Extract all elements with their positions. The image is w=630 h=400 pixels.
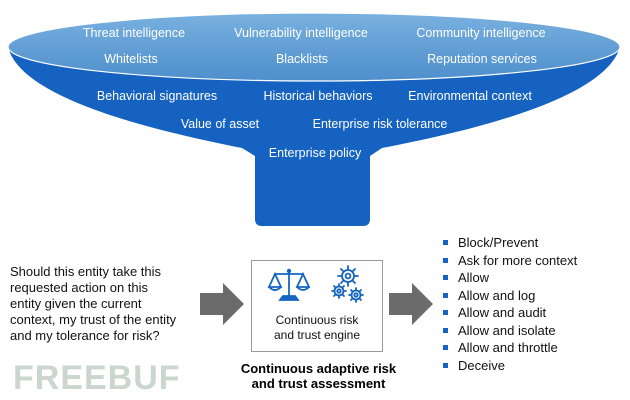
funnel-label-historical-behaviors: Historical behaviors: [263, 89, 372, 103]
action-item-allow-and-audit: Allow and audit: [442, 304, 577, 322]
assessment-line: Continuous adaptive risk: [240, 361, 397, 376]
funnel: [7, 12, 621, 226]
question-line: context, my trust of the entity: [10, 312, 177, 327]
funnel-label-community-intelligence: Community intelligence: [416, 26, 545, 40]
funnel-top: [7, 12, 621, 82]
funnel-label-value-of-asset: Value of asset: [181, 117, 260, 131]
question-line: entity given the current: [10, 296, 142, 311]
action-item-allow: Allow: [442, 269, 577, 287]
action-item-allow-and-log: Allow and log: [442, 287, 577, 305]
funnel-label-blacklists: Blacklists: [276, 52, 328, 66]
funnel-label-behavioral-signatures: Behavioral signatures: [97, 89, 217, 103]
funnel-label-enterprise-risk-tolerance: Enterprise risk tolerance: [313, 117, 448, 131]
funnel-labels: Threat intelligence Vulnerability intell…: [83, 26, 546, 160]
funnel-label-whitelists: Whitelists: [104, 52, 157, 66]
question-line: Should this entity take this: [10, 264, 162, 279]
action-item-allow-and-isolate: Allow and isolate: [442, 322, 577, 340]
left-arrow: [200, 283, 244, 325]
action-item-allow-and-throttle: Allow and throttle: [442, 339, 577, 357]
funnel-label-threat-intelligence: Threat intelligence: [83, 26, 185, 40]
funnel-label-vulnerability-intelligence: Vulnerability intelligence: [234, 26, 368, 40]
engine-label-line: and trust engine: [273, 328, 361, 342]
action-item-block-prevent: Block/Prevent: [442, 234, 577, 252]
funnel-body: [8, 47, 620, 226]
trust-engine-box: Continuous risk and trust engine: [251, 260, 383, 352]
action-list: Block/Prevent Ask for more context Allow…: [442, 234, 577, 374]
action-item-deceive: Deceive: [442, 357, 577, 375]
funnel-label-reputation-services: Reputation services: [427, 52, 537, 66]
engine-label: Continuous risk and trust engine: [252, 313, 382, 343]
engine-icons: [267, 265, 364, 303]
engine-label-line: Continuous risk: [275, 313, 359, 327]
funnel-label-environmental-context: Environmental context: [408, 89, 532, 103]
assessment-line: and trust assessment: [251, 376, 386, 391]
action-item-ask-for-more-context: Ask for more context: [442, 252, 577, 270]
assessment-caption: Continuous adaptive risk and trust asses…: [221, 361, 416, 391]
funnel-label-enterprise-policy: Enterprise policy: [269, 146, 362, 160]
scales-icon: [267, 268, 311, 301]
gears-icon: [331, 265, 364, 303]
trust-question: Should this entity take this requested a…: [10, 264, 205, 344]
right-arrow: [389, 283, 433, 325]
question-line: and my tolerance for risk?: [10, 328, 160, 343]
question-line: requested action on this: [10, 280, 149, 295]
